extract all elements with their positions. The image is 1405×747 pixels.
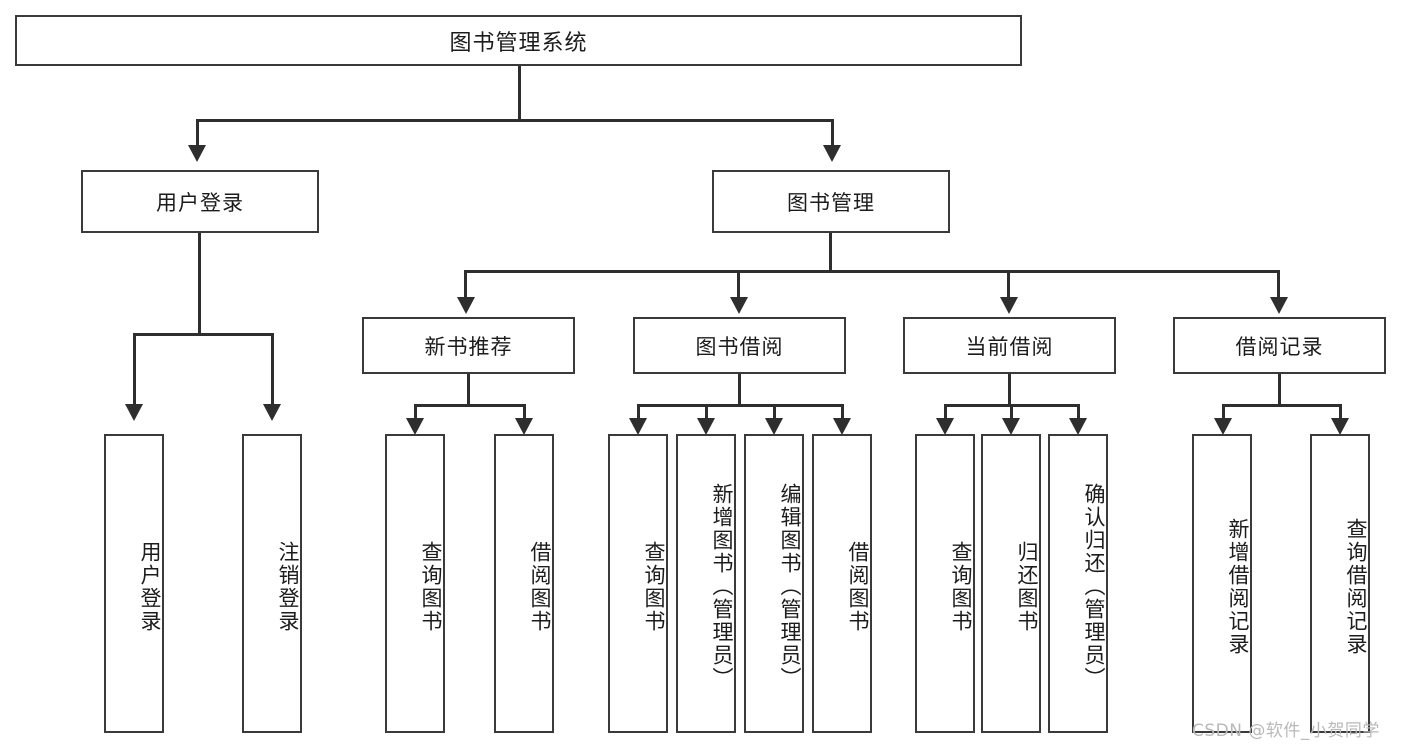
edge-root-to-user-login — [196, 119, 199, 147]
leaf-new-book-0[interactable]: 查询图书 — [385, 434, 445, 733]
arrow-new-book-to-leaf-0 — [406, 418, 424, 435]
edge-book-manage-to-g2 — [1007, 270, 1010, 299]
arrow-book-manage-to-g1 — [730, 297, 748, 314]
arrow-current-borrow-to-leaf-2 — [1069, 418, 1087, 435]
edge-book-manage-to-g3 — [1277, 270, 1280, 299]
edge-borrow-record-to-leaf-0 — [1222, 404, 1225, 422]
node-label: 确认归还（管理员） — [1082, 483, 1106, 690]
node-label: 借阅记录 — [1235, 334, 1324, 359]
edge-root-stem — [518, 66, 521, 121]
node-label: 编辑图书（管理员） — [778, 483, 802, 690]
leaf-borrow-record-0[interactable]: 新增借阅记录 — [1192, 434, 1252, 733]
leaf-book-borrow-1[interactable]: 新增图书（管理员） — [676, 434, 736, 733]
leaf-borrow-record-1[interactable]: 查询借阅记录 — [1310, 434, 1370, 733]
edge-user-login-to-leaf-1 — [271, 333, 274, 406]
leaf-new-book-1[interactable]: 借阅图书 — [494, 434, 554, 733]
edge-book-manage-to-g1 — [737, 270, 740, 299]
leaf-current-borrow-1[interactable]: 归还图书 — [981, 434, 1041, 733]
edge-current-borrow-to-leaf-1 — [1010, 404, 1013, 422]
edge-borrow-record-to-leaf-1 — [1339, 404, 1342, 422]
edge-book-borrow-bus — [637, 404, 843, 407]
arrow-user-login-to-leaf-1 — [263, 404, 281, 421]
arrow-book-manage-to-g2 — [1000, 297, 1018, 314]
node-label: 用户登录 — [138, 540, 162, 633]
edge-book-borrow-to-leaf-3 — [841, 404, 844, 422]
node-label: 注销登录 — [276, 540, 300, 633]
node-label: 查询借阅记录 — [1344, 517, 1368, 656]
node-label: 当前借阅 — [965, 334, 1054, 359]
edge-user-login-stem — [198, 233, 201, 335]
arrow-book-borrow-to-leaf-0 — [629, 418, 647, 435]
node-user-login[interactable]: 用户登录 — [81, 170, 319, 233]
node-label: 查询图书 — [949, 540, 973, 633]
node-label: 图书借阅 — [695, 334, 784, 359]
arrow-new-book-to-leaf-1 — [515, 418, 533, 435]
edge-root-to-book-manage — [831, 119, 834, 147]
edge-current-borrow-stem — [1008, 374, 1011, 406]
edge-new-book-stem — [467, 374, 470, 406]
node-label: 图书管理系统 — [449, 30, 588, 56]
node-current-borrow[interactable]: 当前借阅 — [903, 317, 1116, 374]
edge-root-bus — [196, 119, 834, 122]
edge-new-book-to-leaf-0 — [414, 404, 417, 422]
edge-book-manage-stem — [829, 233, 832, 273]
leaf-current-borrow-2[interactable]: 确认归还（管理员） — [1048, 434, 1108, 733]
edge-book-borrow-to-leaf-1 — [705, 404, 708, 422]
arrow-current-borrow-to-leaf-1 — [1002, 418, 1020, 435]
leaf-book-borrow-3[interactable]: 借阅图书 — [812, 434, 872, 733]
arrow-root-to-book-manage — [823, 145, 841, 162]
arrow-book-borrow-to-leaf-3 — [833, 418, 851, 435]
node-label: 查询图书 — [419, 540, 443, 633]
node-book-borrow[interactable]: 图书借阅 — [633, 317, 846, 374]
node-label: 借阅图书 — [528, 540, 552, 633]
node-label: 借阅图书 — [846, 540, 870, 633]
arrow-current-borrow-to-leaf-0 — [936, 418, 954, 435]
node-borrow-record[interactable]: 借阅记录 — [1173, 317, 1386, 374]
leaf-book-borrow-2[interactable]: 编辑图书（管理员） — [744, 434, 804, 733]
arrow-root-to-user-login — [188, 145, 206, 162]
arrow-borrow-record-to-leaf-1 — [1331, 418, 1349, 435]
edge-borrow-record-stem — [1278, 374, 1281, 406]
edge-borrow-record-bus — [1222, 404, 1340, 407]
edge-new-book-bus — [414, 404, 524, 407]
leaf-current-borrow-0[interactable]: 查询图书 — [915, 434, 975, 733]
node-label: 新增借阅记录 — [1226, 517, 1250, 656]
node-new-book-recommend[interactable]: 新书推荐 — [362, 317, 575, 374]
arrow-book-manage-to-g0 — [457, 297, 475, 314]
node-label: 新书推荐 — [424, 334, 513, 359]
edge-book-borrow-stem — [738, 374, 741, 406]
edge-book-borrow-to-leaf-0 — [637, 404, 640, 422]
edge-book-borrow-to-leaf-2 — [773, 404, 776, 422]
edge-new-book-to-leaf-1 — [523, 404, 526, 422]
edge-user-login-bus — [133, 333, 272, 336]
arrow-borrow-record-to-leaf-0 — [1214, 418, 1232, 435]
arrow-book-borrow-to-leaf-1 — [697, 418, 715, 435]
arrow-user-login-to-leaf-0 — [125, 404, 143, 421]
leaf-book-borrow-0[interactable]: 查询图书 — [608, 434, 668, 733]
arrow-book-manage-to-g3 — [1270, 297, 1288, 314]
leaf-user-login-1[interactable]: 注销登录 — [242, 434, 302, 733]
edge-current-borrow-to-leaf-2 — [1077, 404, 1080, 422]
node-root-system[interactable]: 图书管理系统 — [15, 15, 1022, 66]
node-book-manage[interactable]: 图书管理 — [712, 170, 950, 233]
arrow-book-borrow-to-leaf-2 — [765, 418, 783, 435]
node-label: 图书管理 — [787, 190, 875, 215]
leaf-user-login-0[interactable]: 用户登录 — [104, 434, 164, 733]
edge-book-manage-to-g0 — [464, 270, 467, 299]
node-label: 归还图书 — [1015, 540, 1039, 633]
node-label: 用户登录 — [156, 190, 244, 215]
node-label: 查询图书 — [642, 540, 666, 633]
edge-user-login-to-leaf-0 — [133, 333, 136, 406]
watermark-text: CSDN @软件_小贺同学 — [1192, 721, 1380, 741]
edge-book-manage-bus — [464, 270, 1279, 273]
node-label: 新增图书（管理员） — [710, 483, 734, 690]
edge-current-borrow-to-leaf-0 — [944, 404, 947, 422]
